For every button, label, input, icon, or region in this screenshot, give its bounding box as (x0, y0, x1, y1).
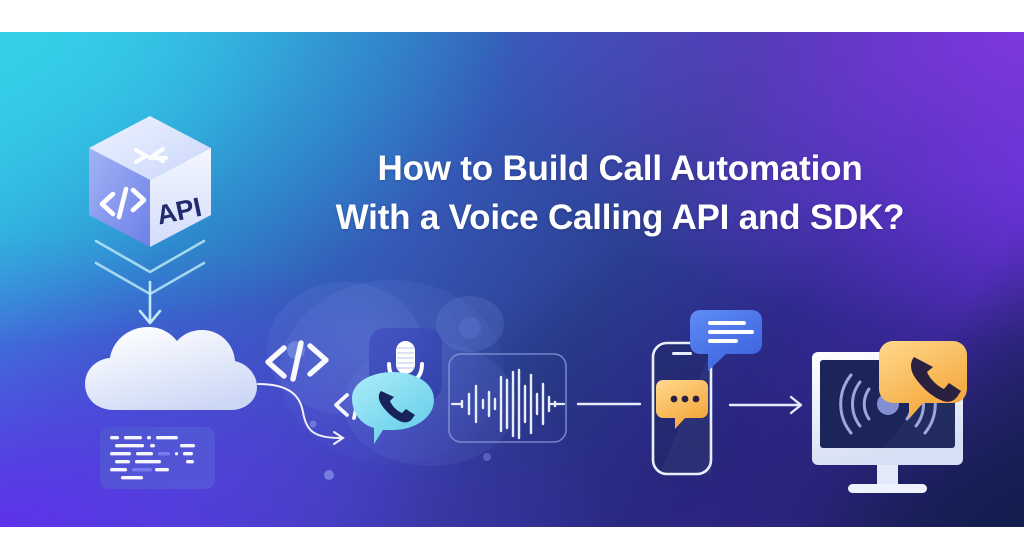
title-line-1: How to Build Call Automation (377, 149, 863, 188)
code-tag-icon (265, 340, 329, 382)
connector-curve (257, 383, 345, 445)
arrow-down-icon (138, 280, 162, 325)
message-bubble-icon (690, 310, 762, 371)
api-cube-icon: API (89, 116, 211, 247)
code-snippet-panel (100, 427, 215, 489)
chat-bubble-dots-icon (656, 380, 708, 429)
banner-graphics: API (85, 116, 967, 493)
phone-bubble-icon (879, 341, 967, 419)
connector-arrow-right (728, 395, 803, 415)
page-title: How to Build Call Automation With a Voic… (300, 144, 940, 242)
title-line-2: With a Voice Calling API and SDK? (335, 198, 905, 237)
banner-canvas: API (0, 32, 1024, 527)
call-bubble-icon (352, 372, 434, 444)
audio-waveform-icon (448, 353, 567, 443)
cloud-icon (85, 327, 257, 410)
